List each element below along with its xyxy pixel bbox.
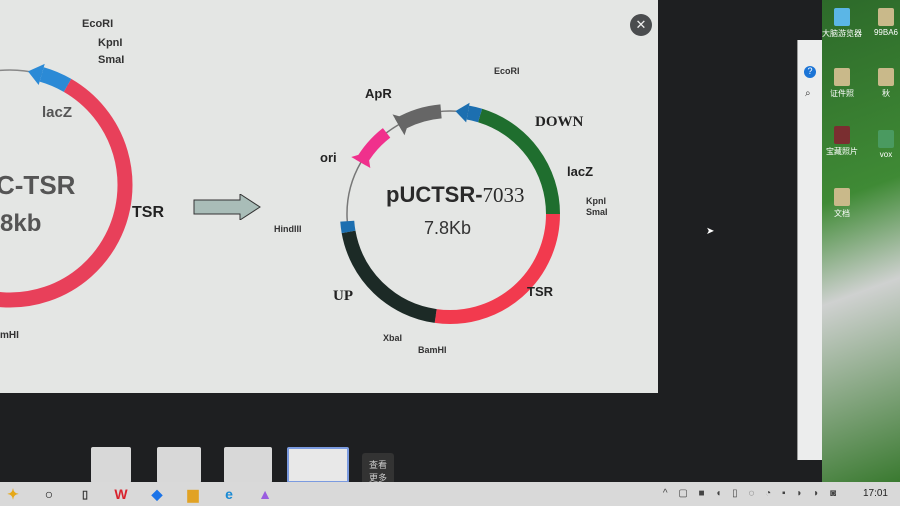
label-kpni: KpnI — [586, 196, 606, 206]
search-circle-icon[interactable]: ○ — [44, 486, 54, 502]
app-icon[interactable]: ◆ — [151, 485, 163, 502]
desktop-wallpaper: 大脑游览器 99BA6 证件照 秋 宝藏照片 vox 文档 — [822, 0, 900, 482]
desktop-icon-label: 证件照 — [830, 89, 854, 98]
desktop-icon-label: 秋 — [882, 89, 890, 98]
segment-down — [477, 108, 560, 215]
left-lacz-arrowhead — [27, 63, 45, 86]
desktop-icon[interactable]: vox — [866, 130, 900, 159]
desktop-icon[interactable]: 大脑游览器 — [822, 8, 862, 39]
plasmid-name-prefix: pUCTSR- — [386, 182, 483, 207]
clock: 17:01 — [862, 488, 888, 499]
file-explorer-icon[interactable]: ▆ — [187, 485, 199, 502]
label-tsr: TSR — [527, 284, 553, 299]
segment-lacz — [466, 105, 483, 123]
thumbnail[interactable] — [91, 447, 131, 483]
desktop-icon-label: 宝藏照片 — [826, 147, 858, 156]
left-plasmid-name: C-TSR — [0, 170, 76, 200]
close-icon[interactable]: ✕ — [630, 14, 652, 36]
desktop-icon[interactable]: 宝藏照片 — [822, 126, 862, 157]
left-segment-tsr — [0, 78, 133, 308]
desktop-icon-label: 文档 — [834, 209, 850, 218]
desktop-icon-label: vox — [879, 150, 893, 159]
transform-arrow-icon — [193, 194, 261, 220]
label-xbai: XbaI — [383, 333, 403, 343]
wps-icon[interactable]: W — [114, 486, 128, 502]
label-hindiii: HindIII — [274, 224, 302, 234]
task-view-icon[interactable]: ▯ — [81, 488, 89, 501]
side-panel: ? ⌕ — [797, 40, 822, 460]
label-smai-left: SmaI — [98, 54, 125, 66]
label-tsr-left: TSR — [132, 204, 164, 221]
system-tray-icon[interactable]: ^ ▢ ■ ◖ ▯ ◌ ◔ ▪ ◗ ◗ ◙ — [662, 488, 840, 499]
lacz-arrowhead — [455, 102, 470, 123]
label-apr: ApR — [365, 86, 392, 101]
label-smai: SmaI — [586, 207, 608, 217]
ori-arrowhead — [351, 152, 371, 168]
label-lacz: lacZ — [567, 164, 594, 179]
search-icon[interactable]: ⌕ — [805, 88, 811, 99]
view-more-label: 查看 — [368, 460, 387, 470]
label-bamhi-left: mHI — [0, 330, 19, 341]
label-up: UP — [333, 288, 353, 304]
help-icon[interactable]: ? — [804, 66, 816, 78]
taskbar: ✦ ○ ▯ W ◆ ▆ e ▲ ^ ▢ ■ ◖ ▯ ◌ ◔ ▪ ◗ ◗ ◙ 17… — [0, 482, 900, 506]
desktop-icon[interactable]: 秋 — [866, 68, 900, 99]
label-down: DOWN — [535, 114, 584, 130]
label-ori: ori — [320, 150, 337, 165]
thumbnail[interactable] — [224, 447, 272, 483]
desktop-icon-label: 99BA6 — [873, 28, 899, 37]
segment-hindiii-site — [340, 220, 356, 234]
label-ecori-left: EcoRI — [82, 18, 114, 30]
mouse-cursor-icon: ➤ — [706, 226, 715, 237]
desktop-icon[interactable]: 99BA6 — [866, 8, 900, 37]
label-kpni-left: KpnI — [98, 37, 123, 49]
desktop-icon[interactable]: 证件照 — [822, 68, 862, 99]
label-ecori: EcoRI — [494, 66, 520, 76]
left-plasmid-size: 8kb — [0, 210, 42, 237]
desktop-icon[interactable]: 文档 — [822, 188, 862, 219]
plasmid-name-suffix: 7033 — [482, 183, 525, 207]
desktop-icon-label: 大脑游览器 — [822, 29, 862, 38]
plasmid-size: 7.8Kb — [424, 218, 472, 238]
image-viewer: ✕ EcoRI KpnI SmaI lacZ TSR C-TSR 8kb mHI… — [0, 0, 658, 393]
label-lacz-left: lacZ — [42, 104, 73, 121]
plasmid-name: pUCTSR-7033 — [386, 182, 525, 208]
segment-tsr — [434, 213, 560, 324]
plasmid-diagram — [0, 63, 560, 324]
view-more-button[interactable]: 查看更多 — [362, 453, 394, 485]
segment-up — [341, 230, 437, 323]
copilot-icon[interactable]: ✦ — [7, 485, 19, 502]
thumbnail-selected[interactable] — [287, 447, 349, 483]
edge-icon[interactable]: e — [225, 486, 233, 502]
left-segment-lacz — [39, 67, 72, 93]
apr-arrowhead — [392, 114, 410, 136]
thumbnail[interactable] — [157, 447, 201, 483]
label-bamhi: BamHI — [418, 345, 447, 355]
app-icon[interactable]: ▲ — [258, 486, 272, 502]
view-more-label: 更多 — [368, 473, 387, 483]
thumbnail-strip — [0, 447, 790, 483]
